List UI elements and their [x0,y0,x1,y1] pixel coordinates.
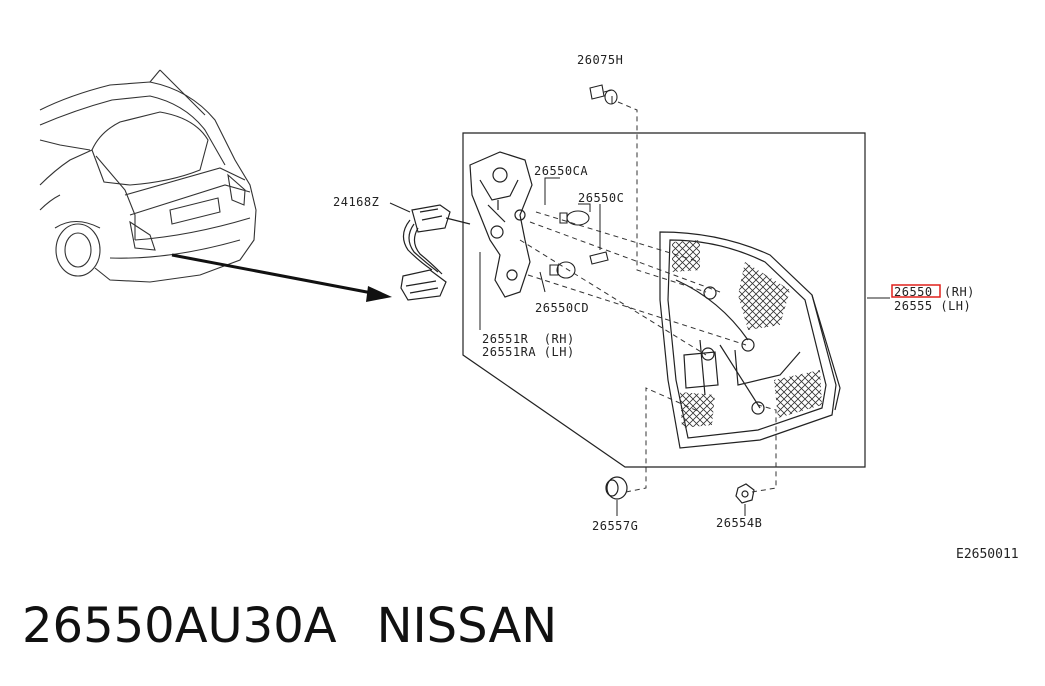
callout-26555-lh: 26555 (LH) [894,299,971,313]
car-rear-illustration [39,69,257,283]
bulb-26550c [589,251,609,265]
part-number: 26550AU30A [22,598,337,654]
nut-26554b [735,483,755,504]
assembly-outline [462,132,866,468]
lamp-lens-hatching [672,240,822,428]
callout-26550c: 26550C [578,191,624,205]
bulb-socket-plate [469,151,533,298]
callout-26554b: 26554B [716,516,762,530]
grommet-26557g [605,476,628,500]
solid-leaders [389,96,890,516]
callout-26550cd: 26550CD [535,301,589,315]
highlight-box [891,284,941,298]
callout-26075h: 26075H [577,53,623,67]
callout-26551ra: 26551RA (LH) [482,345,575,359]
part-caption: 26550AU30A NISSAN [22,598,557,654]
clip-26075h [589,84,618,105]
dashed-leaders [519,101,777,493]
location-arrow [171,253,392,302]
wiring-harness [400,204,471,301]
bulb-26550ca [559,210,590,226]
callout-26550ca: 26550CA [534,164,588,178]
callout-26550-rh-number: 26550 [894,285,933,299]
diagram-reference: E2650011 [956,547,1019,562]
callout-24168z: 24168Z [333,195,379,209]
callout-26551r: 26551R (RH) [482,332,575,346]
callout-26557g: 26557G [592,519,638,533]
bulb-26550cd [549,261,576,279]
tail-lamp-assembly [659,231,841,449]
brand-name: NISSAN [376,598,558,654]
callout-26550-rh-side: (RH) [944,285,975,299]
